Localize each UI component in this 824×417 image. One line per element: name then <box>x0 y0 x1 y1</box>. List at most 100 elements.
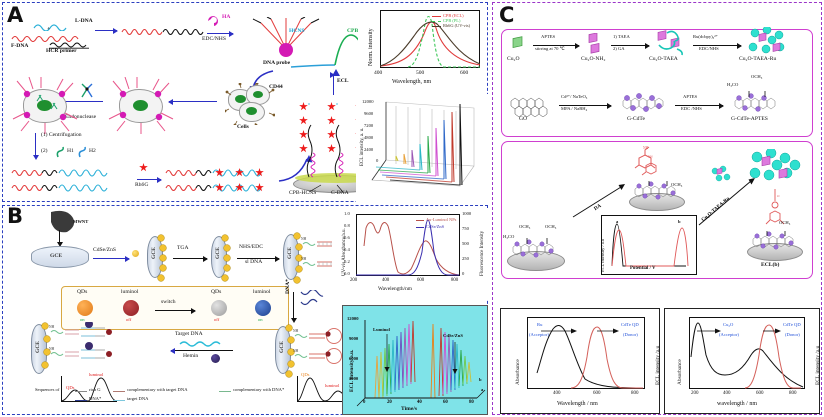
annotation-arrow-cu2o <box>697 328 721 334</box>
ytick-7200: 7200 <box>364 123 374 128</box>
qd-beads-group <box>157 234 167 282</box>
arrow-switch <box>155 308 196 314</box>
label-h1: H1 <box>67 148 74 154</box>
xtick-400: 400 <box>374 70 383 76</box>
xtick-200-c2: 200 <box>691 391 699 396</box>
rh6g-loaded-duplex-icon <box>165 169 262 192</box>
g-cdte-layer-left <box>512 238 554 258</box>
rh6g-star-icon <box>299 116 308 125</box>
xtick-0-b: 0 <box>363 400 366 405</box>
label-och3-right: OCH₃ <box>779 220 791 225</box>
xtick-20-b: 20 <box>387 400 392 405</box>
legend-label-cpb-pl: CPB (PL) <box>443 18 461 23</box>
cell-spikes-icon <box>12 77 78 134</box>
label-luminol-off: luminol <box>121 289 139 295</box>
arrow-a-curve-2 <box>278 155 313 182</box>
arrow-c-4 <box>559 103 612 109</box>
svg-text:O: O <box>777 194 780 198</box>
chart-3d-b-surface <box>356 320 486 407</box>
ru-cluster-icon <box>749 149 801 181</box>
label-ecl: ECL <box>337 78 349 84</box>
cu2o-nh2-cubes-icon <box>588 33 600 54</box>
qd-off-bead <box>211 300 227 316</box>
status-luminol-off: off <box>126 317 132 322</box>
legend-swatch-cdse-zns <box>416 227 424 228</box>
legend-swatch-comp-dnastar <box>219 391 231 392</box>
label-hcns: HCNS <box>289 28 305 34</box>
da-bound-probe-icon: NH <box>641 155 657 176</box>
label-nhs-edc: NHS/EDC <box>239 244 263 250</box>
rh6g-star-icon <box>235 168 244 177</box>
label-och3-left: OCH₃ <box>519 224 531 229</box>
label-hemin: Hemin <box>183 353 199 359</box>
xtick-600: 600 <box>417 278 425 283</box>
endonuclease-icon <box>81 83 93 98</box>
legend-label-cdse-zns: CdSe/ZnS <box>426 224 445 229</box>
panel-a-letter: A <box>7 3 24 27</box>
overlap-cu2o-ylabel: Absorbance <box>677 359 683 385</box>
rh6g-star-icon <box>235 183 244 192</box>
node-cu2o-nh2: Cu₂O-NH₂ <box>581 56 606 62</box>
qd-bead-icon <box>132 250 139 257</box>
cell-nucleus <box>246 107 257 115</box>
ytick-0-8: 0.8 <box>344 223 350 228</box>
inset-ecl-xlabel: Potential / V <box>630 266 656 271</box>
status-qds-off: off <box>214 317 220 322</box>
node-cu2o: Cu₂O <box>507 56 520 62</box>
legend-label-au-luminol-nps: Au-Luminol NPs <box>426 217 457 222</box>
annotation-arrow-cdte <box>597 328 619 334</box>
annotation-ru: Ru <box>537 322 543 327</box>
overlap-ru-axes <box>527 317 645 389</box>
reagent-edc-nhs-2: EDC /NHS <box>681 106 702 111</box>
hemin-bead <box>211 354 220 363</box>
svg-text:NH: NH <box>301 237 307 241</box>
inset-curve-b: b <box>678 219 681 224</box>
arrow-b-target-dna <box>170 348 233 354</box>
inset-ecl-ylabel: ECL intensity / a.u <box>600 238 605 272</box>
mwnt-dropper-icon <box>51 210 75 233</box>
chart-norm-xlabel: Wavelength, nm <box>392 79 432 85</box>
legend-swatch-comp-target <box>113 391 125 392</box>
label-f-dna: F-DNA <box>11 43 29 49</box>
annotation-luminol: Luminol <box>373 327 390 332</box>
label-sl-dna: sl DNA <box>245 259 263 265</box>
overlap-ru-ylabel-right: ECL intensity /a.u <box>655 345 661 385</box>
label-luminol-on: luminol <box>253 289 271 295</box>
panel-b: B MWNT GCE CdSe/ZnS GCE TGA GCE <box>2 205 488 415</box>
label-cells: Cells <box>237 124 249 130</box>
label-cdse-zns: CdSe/ZnS <box>93 247 117 253</box>
label-c-dna: C-DNA <box>331 190 349 196</box>
ytick-0: 0 <box>376 158 379 163</box>
arrow-b-dna-star <box>291 292 297 323</box>
xtick-400-c2: 400 <box>723 391 731 396</box>
electrode-c-right <box>747 243 803 261</box>
legend-label-rh6g-uvvis: Rh6G (UV-vis) <box>443 23 471 28</box>
chart-ecl-3d-a: ECL intensity, a. u. 12000 9600 7200 480… <box>356 94 488 202</box>
xtick-800: 800 <box>451 278 459 283</box>
xtick-600-c2: 600 <box>756 391 764 396</box>
qd-beads-group <box>41 322 51 369</box>
chart-norm-intensity: Norm. intensity 400 500 600 Wavelength, … <box>358 4 486 90</box>
ytickR-1000: 1000 <box>462 211 472 216</box>
ytick-0-6: 0.6 <box>344 235 350 240</box>
ytick-0-4: 0.4 <box>344 247 350 252</box>
chart-ecl-3d-b: ECL Intensity/a.u. 12000 9000 6000 3000 … <box>342 305 488 415</box>
label-och3-top: OCH₃ <box>751 74 763 79</box>
inset-left-curve <box>61 377 117 402</box>
xtick-40-b: 40 <box>417 400 422 405</box>
target-dna-strand-icon <box>179 341 221 347</box>
panel-b-letter: B <box>7 204 24 228</box>
chart-3d-surface <box>371 101 475 187</box>
legend-label-comp-target: complementary with target DNA <box>127 387 188 392</box>
rh6g-star-icon <box>255 183 264 192</box>
rh6g-star-icon <box>327 102 336 111</box>
hcr-product-strand-icon <box>121 28 204 36</box>
rh6g-star-icon <box>327 144 336 153</box>
label-gce-b: GCE <box>50 253 63 259</box>
reagent-ga: 2) GA <box>613 46 625 51</box>
xtick-200: 200 <box>350 278 358 283</box>
ytickR-250: 250 <box>462 256 469 261</box>
label-ha: HA <box>222 14 231 20</box>
cell-nucleus <box>133 100 148 111</box>
